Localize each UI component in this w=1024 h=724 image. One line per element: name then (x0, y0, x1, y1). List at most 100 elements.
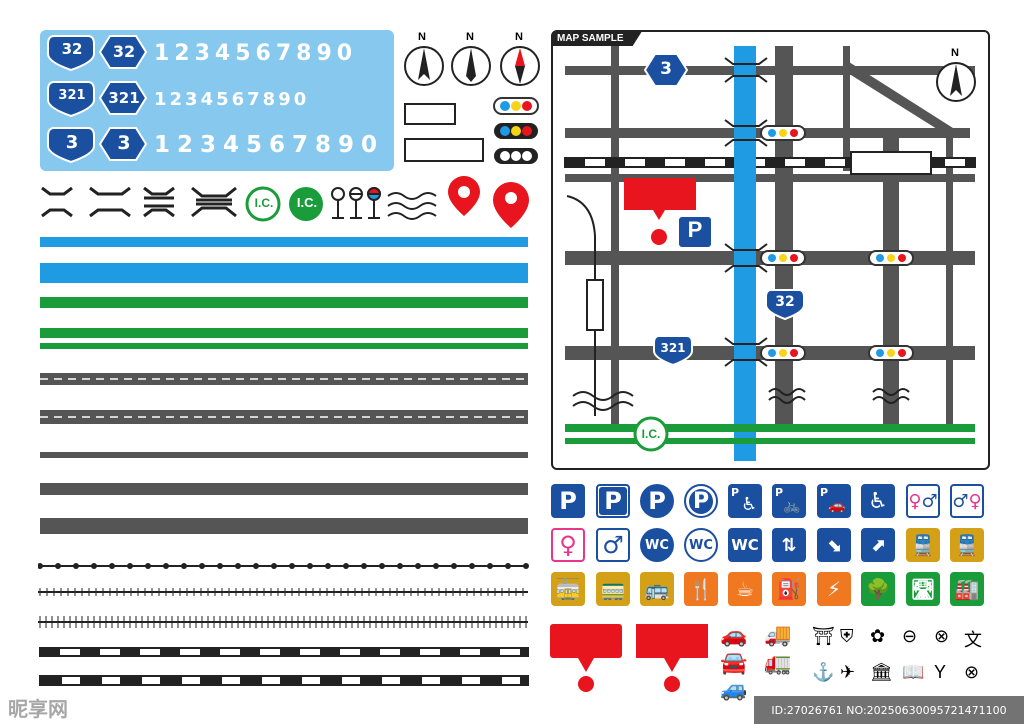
route-sign-panel (40, 30, 394, 171)
road-dashed-1 (40, 373, 528, 385)
cafe-icon: ☕ (728, 572, 762, 606)
dotted-line-dot (523, 563, 529, 569)
map-station (850, 151, 932, 175)
dotted-line-dot (469, 563, 475, 569)
compass-icon-1 (404, 46, 444, 86)
route-hexagon-321 (98, 81, 148, 115)
green-line-1 (40, 297, 528, 308)
wc-sign-3: WC (728, 528, 762, 562)
map-road-breaks (572, 388, 910, 411)
dotted-line-dot (505, 563, 511, 569)
traffic-light-icon-1 (493, 97, 539, 115)
compass-icon-2 (451, 46, 491, 86)
dotted-line-dot (325, 563, 331, 569)
map-road-v3 (843, 46, 850, 171)
map-route-3-sign (643, 53, 689, 87)
map-traffic-lights (760, 125, 914, 361)
map-road-v1 (611, 46, 619, 431)
police-icon: ⊗ (934, 626, 950, 646)
map-railway (564, 157, 976, 168)
route-signs (47, 35, 148, 164)
parking-car-icon: P🚗 (817, 484, 851, 518)
traffic-light-icon-3 (494, 148, 538, 164)
label-box-small (404, 103, 456, 125)
hospital-icon: ⛨ (840, 626, 854, 646)
callout-marker-1 (550, 624, 622, 692)
compass-icons (404, 46, 540, 86)
truck-icon-2: 🚛 (764, 650, 792, 675)
map-route-321-label: 321 (660, 341, 686, 355)
escalator-up-icon: ⬈ (861, 528, 895, 562)
road-thin (40, 452, 528, 458)
bus-icon: 🚌 (640, 572, 674, 606)
police-box-icon: ⊗ (964, 662, 980, 682)
map-bridges (724, 57, 768, 367)
wheelchair-icon: ♿ (861, 484, 895, 518)
parking-sign-1: P (551, 484, 585, 518)
fire-station-icon: Y (934, 662, 947, 682)
parking-sign-2: P (596, 484, 630, 518)
map-pin-icon-1 (448, 176, 480, 216)
castle-icon: ✿ (870, 626, 886, 646)
tram-icon: 🚋 (551, 572, 585, 606)
parking-sign-4: P (684, 484, 718, 518)
car-icon-3: 🚙 (720, 676, 748, 701)
map-road-v2 (775, 46, 793, 431)
road-icon: 🛣 (906, 572, 940, 606)
watermark-id: ID:27026761 NO:20250630095721471100 (754, 696, 1024, 724)
map-road-h1 (565, 66, 975, 75)
watermark-logo: 昵享网 (8, 697, 68, 721)
dotted-line-dot (181, 563, 187, 569)
route-hexagon-32 (98, 35, 148, 69)
dotted-line-dot (163, 563, 169, 569)
ic-label-outline: I.C. (254, 196, 274, 210)
parking-bicycle-icon: P🚲 (772, 484, 806, 518)
river-line-thick (40, 263, 528, 283)
dotted-line-dot (307, 563, 313, 569)
route-shield-3-a (47, 127, 95, 164)
map-compass-icon (936, 62, 976, 102)
ic-icon-filled (289, 187, 323, 221)
callout-marker-2 (636, 624, 708, 692)
map-compass-n: N (951, 47, 959, 59)
museum-icon: 🏛 (870, 662, 893, 682)
digits-row-2: 1234567890 (154, 89, 310, 110)
restroom-icon: ♀♂ (906, 484, 940, 518)
park-icon: 🌳 (861, 572, 895, 606)
map-ic-sign (633, 416, 669, 452)
dotted-line-dot (91, 563, 97, 569)
line-styles (38, 237, 529, 686)
dotted-line-dot (235, 563, 241, 569)
dotted-line-dot (55, 563, 61, 569)
tram-icon-2: 🚃 (596, 572, 630, 606)
dotted-line-dot (109, 563, 115, 569)
route-shield-32-a (47, 35, 95, 72)
dotted-line-dot (397, 563, 403, 569)
dotted-line-dot (433, 563, 439, 569)
ic-label-filled: I.C. (296, 195, 318, 210)
truck-icon: 🚚 (764, 622, 792, 647)
bus-stop-icon-2 (349, 187, 363, 219)
dotted-line-dot (451, 563, 457, 569)
map-route-32-label: 32 (775, 294, 795, 310)
dotted-line-dot (271, 563, 277, 569)
map-road-v4 (883, 136, 899, 431)
bridge-icon-3 (143, 186, 175, 218)
escalator-down-icon: ⬊ (817, 528, 851, 562)
railway-line-3 (39, 647, 529, 657)
map-pin-icon-2 (493, 182, 529, 228)
road-medium (40, 483, 528, 495)
restroom-icon-2: ♂♀ (950, 484, 984, 518)
map-route-3-label: 3 (660, 59, 672, 79)
library-icon: 📖 (902, 662, 925, 682)
wc-sign-1: WC (640, 528, 674, 562)
route-hexagon-321-label: 321 (108, 89, 140, 107)
route-hexagon-3-label: 3 (117, 132, 131, 154)
airport-icon: ✈ (840, 662, 856, 682)
green-line-2 (40, 328, 528, 338)
label-box-large (404, 138, 484, 162)
digits-row-3: 1234567890 (154, 132, 385, 158)
dotted-line-dot (415, 563, 421, 569)
bridge-icon-4 (191, 186, 237, 218)
dotted-line-markers (38, 563, 529, 628)
